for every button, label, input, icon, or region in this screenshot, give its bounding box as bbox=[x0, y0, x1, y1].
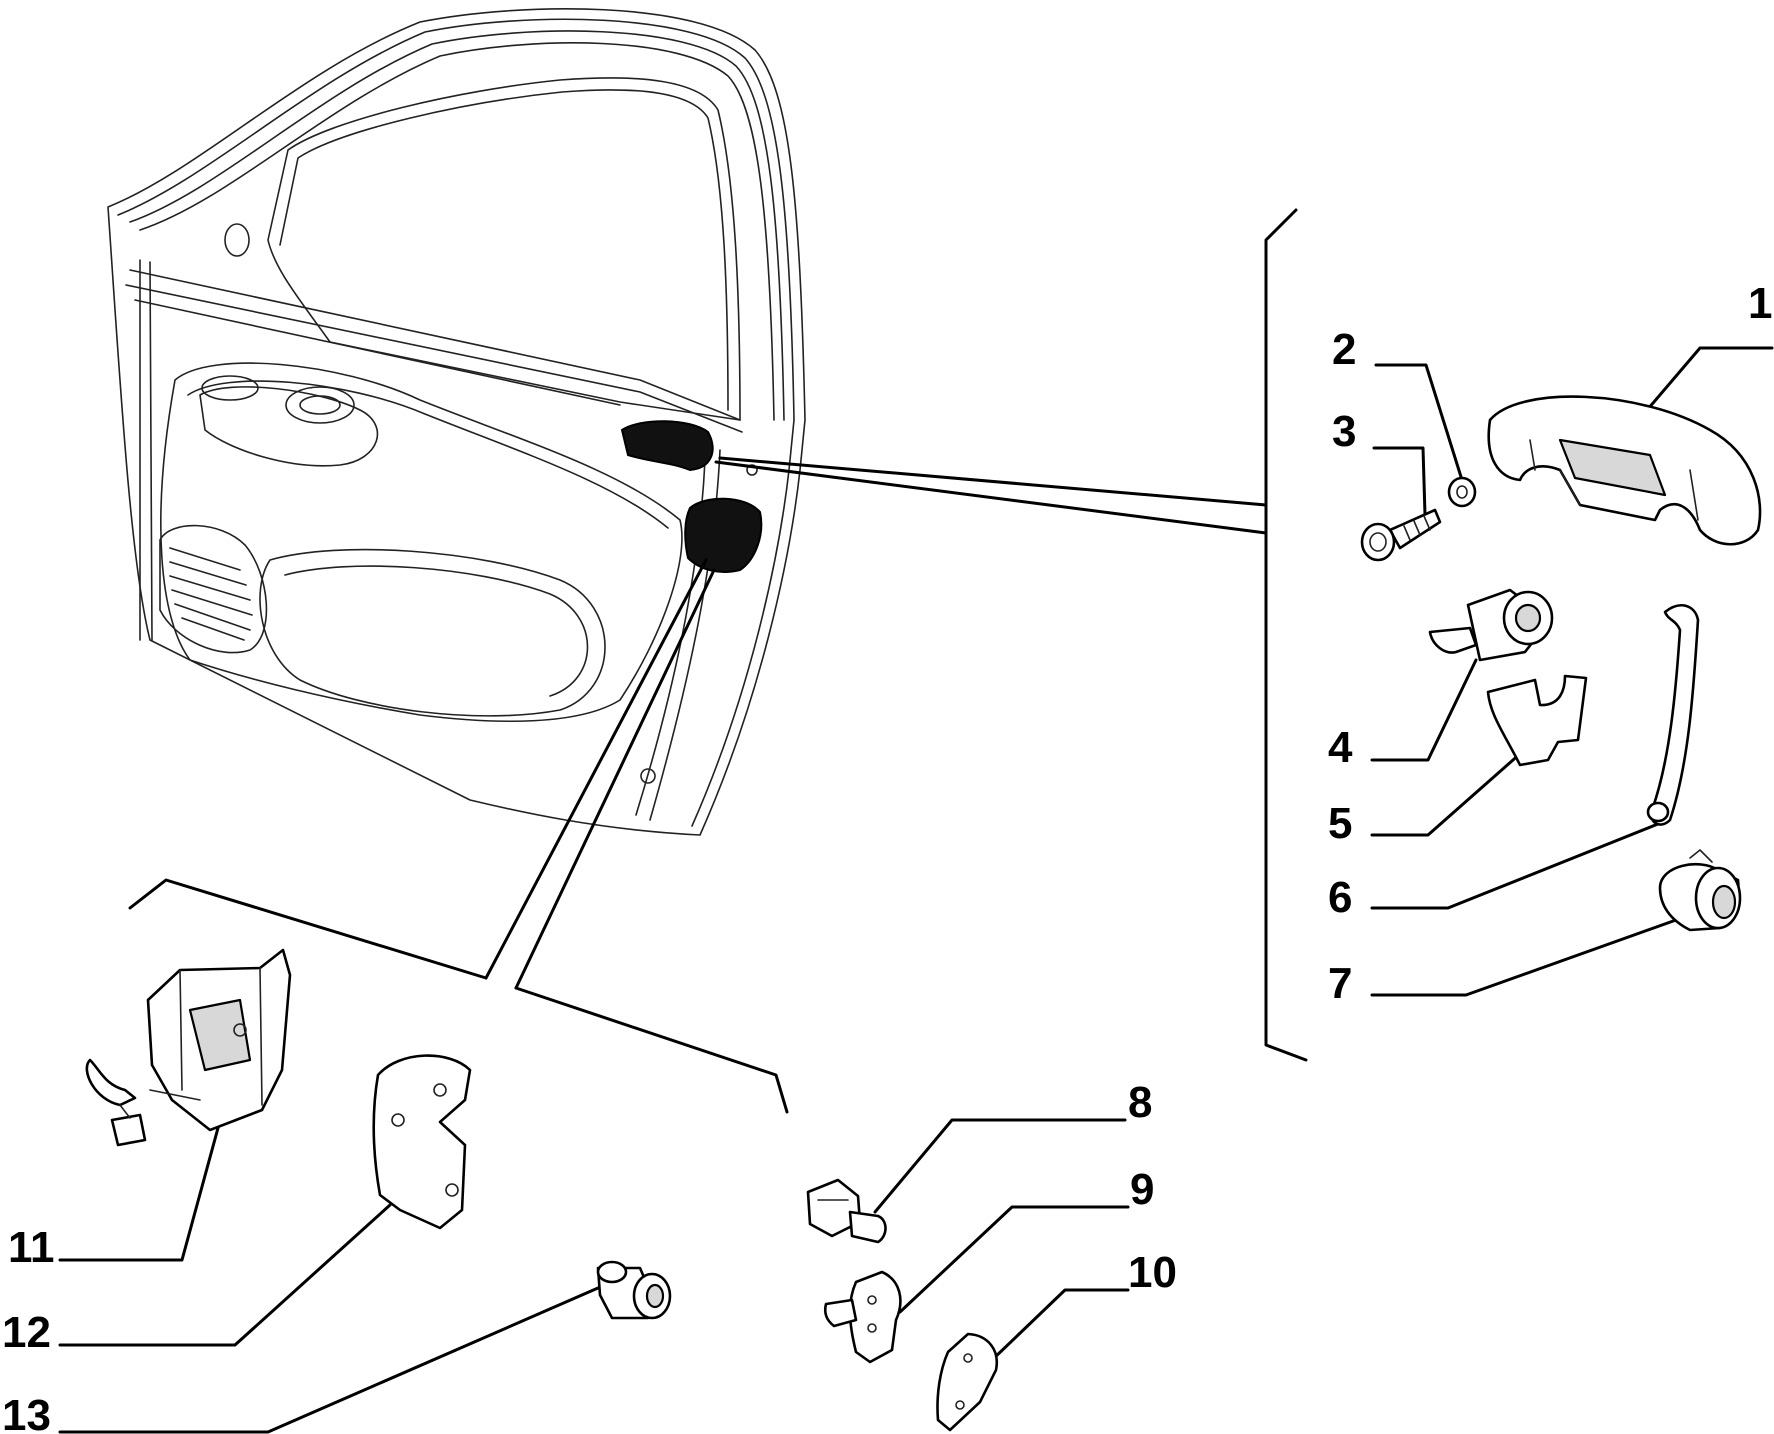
door-illustration bbox=[107, 8, 806, 836]
shim-plate-part bbox=[936, 1332, 999, 1432]
callout-label-11: 11 bbox=[8, 1223, 55, 1272]
washer-part bbox=[1447, 476, 1477, 508]
callout-leaders bbox=[58, 346, 1774, 1434]
callout-label-4: 4 bbox=[1328, 723, 1353, 772]
rod-part bbox=[1646, 604, 1700, 826]
callout-label-2: 2 bbox=[1332, 325, 1356, 374]
screw-part bbox=[1360, 508, 1442, 562]
callout-label-13: 13 bbox=[2, 1391, 51, 1434]
door-latch-part bbox=[85, 948, 292, 1147]
bolt-part bbox=[806, 1178, 887, 1244]
callout-label-8: 8 bbox=[1128, 1078, 1152, 1127]
bushing-part bbox=[1658, 849, 1742, 932]
door-handle-part bbox=[1487, 395, 1762, 546]
handle-location-marker bbox=[620, 420, 714, 472]
callout-label-9: 9 bbox=[1130, 1165, 1154, 1214]
callout-label-10: 10 bbox=[1128, 1248, 1177, 1297]
clip-part bbox=[1486, 674, 1588, 767]
striker-plate-part bbox=[823, 1270, 902, 1364]
latch-cover-part bbox=[372, 1054, 472, 1230]
callout-label-1: 1 bbox=[1748, 279, 1772, 328]
callout-label-7: 7 bbox=[1328, 959, 1352, 1008]
lock-cylinder-part bbox=[1428, 588, 1554, 662]
callout-labels: 1 2 3 4 5 6 7 8 9 10 11 12 13 bbox=[2, 279, 1772, 1434]
callout-label-3: 3 bbox=[1332, 407, 1356, 456]
striker-pin-part bbox=[596, 1260, 672, 1320]
callout-label-12: 12 bbox=[2, 1308, 51, 1357]
callout-label-6: 6 bbox=[1328, 873, 1352, 922]
latch-location-marker bbox=[684, 497, 763, 573]
group-brackets bbox=[128, 208, 1308, 1114]
callout-label-5: 5 bbox=[1328, 799, 1352, 848]
